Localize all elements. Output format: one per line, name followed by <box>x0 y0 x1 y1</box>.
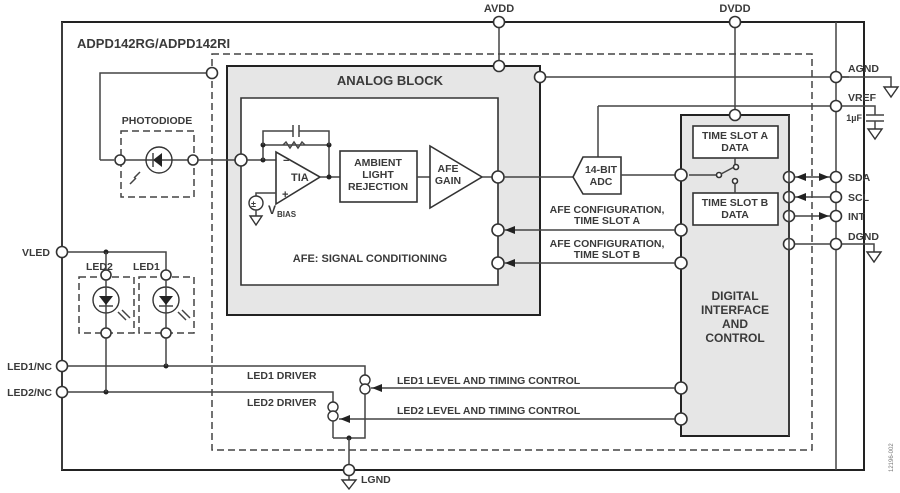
vled-pin: VLED <box>22 245 167 275</box>
time-slot-a-label: TIME SLOT A <box>702 130 769 142</box>
led1-nc-pin: LED1/NC <box>7 359 366 375</box>
svg-text:LED2 DRIVER: LED2 DRIVER <box>247 397 317 409</box>
alr-label-1: AMBIENT <box>354 157 402 169</box>
time-slot-a-label-2: DATA <box>721 142 749 154</box>
afe-out-pin <box>491 170 505 184</box>
svg-text:LGND: LGND <box>361 474 391 486</box>
digital-in-pin <box>674 168 688 182</box>
svg-text:DVDD: DVDD <box>719 3 750 15</box>
figure-id: 12196-002 <box>889 443 895 472</box>
vbias-label: V <box>268 203 276 217</box>
dgnd-pin: DGND <box>782 231 883 264</box>
agnd-pin: AGND <box>829 63 900 99</box>
led1-label: LED1 <box>133 261 160 273</box>
alr-label-3: REJECTION <box>348 181 408 193</box>
afe-gain-label-1: AFE <box>438 163 459 175</box>
tia-label: TIA <box>291 172 309 184</box>
svg-text:SCL: SCL <box>848 192 870 204</box>
svg-text:LED2/NC: LED2/NC <box>7 387 52 399</box>
svg-text:AFE CONFIGURATION,: AFE CONFIGURATION, <box>550 238 665 250</box>
dvdd-pin: DVDD <box>719 3 751 122</box>
time-slot-b-label: TIME SLOT B <box>702 197 769 209</box>
int-pin: INT <box>782 209 866 223</box>
adc-label-1: 14-BIT <box>585 164 618 176</box>
afe-label: AFE: SIGNAL CONDITIONING <box>293 253 447 265</box>
svg-text:LED1 LEVEL AND TIMING CONTROL: LED1 LEVEL AND TIMING CONTROL <box>397 375 581 387</box>
inner-dashed-boundary <box>211 53 813 451</box>
time-slot-switch <box>689 158 740 193</box>
svg-text:AVDD: AVDD <box>484 3 514 15</box>
sda-pin: SDA <box>782 170 871 184</box>
svg-text:LED1/NC: LED1/NC <box>7 361 52 373</box>
svg-text:TIME SLOT B: TIME SLOT B <box>574 249 641 261</box>
afe-gain-label-2: GAIN <box>435 175 461 187</box>
chip-title: ADPD142RG/ADPD142RI <box>77 36 230 51</box>
analog-block-label: ANALOG BLOCK <box>337 73 444 88</box>
svg-text:LED1 DRIVER: LED1 DRIVER <box>247 370 317 382</box>
tia-plus: + <box>282 189 288 201</box>
digital-block <box>680 114 790 437</box>
afe-gain-amp <box>429 144 484 210</box>
lgnd-pin: LGND <box>340 435 391 491</box>
svg-text:AFE CONFIGURATION,: AFE CONFIGURATION, <box>550 204 665 216</box>
tia: − + TIA ± V BIAS <box>234 125 340 227</box>
svg-text:CONTROL: CONTROL <box>705 331 764 345</box>
svg-text:VREF: VREF <box>848 92 877 104</box>
vbias-source-symbol: ± <box>251 199 256 209</box>
svg-text:VLED: VLED <box>22 247 50 259</box>
svg-text:INTERFACE: INTERFACE <box>701 303 769 317</box>
ambient-light-rejection-box <box>339 150 418 203</box>
svg-text:INT: INT <box>848 211 866 223</box>
avdd-pin: AVDD <box>484 3 849 84</box>
svg-text:AGND: AGND <box>848 63 879 75</box>
cap-label: 1µF <box>846 113 862 123</box>
vref-pin: VREF 1µF <box>597 92 884 157</box>
svg-text:SDA: SDA <box>848 172 871 184</box>
led1-control-signal: LED1 LEVEL AND TIMING CONTROL <box>371 375 688 395</box>
led1: LED1 <box>133 261 195 366</box>
led2-driver: LED2 DRIVER <box>247 397 339 438</box>
svg-text:DGND: DGND <box>848 231 879 243</box>
afe-config-b-signal: AFE CONFIGURATION, TIME SLOT B <box>491 238 688 270</box>
adc-label-2: ADC <box>590 176 613 188</box>
photodiode: PHOTODIODE <box>99 66 235 198</box>
scl-pin: SCL <box>782 190 870 204</box>
alr-label-2: LIGHT <box>362 169 394 181</box>
tia-minus: − <box>283 155 289 167</box>
led2: LED2 <box>78 261 135 339</box>
led2-label: LED2 <box>86 261 113 273</box>
vbias-sub: BIAS <box>277 210 297 219</box>
svg-text:LED2 LEVEL AND TIMING CONTROL: LED2 LEVEL AND TIMING CONTROL <box>397 405 581 417</box>
digital-interface-label: DIGITAL INTERFACE AND CONTROL <box>701 289 769 345</box>
afe-config-a-signal: AFE CONFIGURATION, TIME SLOT A <box>491 204 688 237</box>
led2-control-signal: LED2 LEVEL AND TIMING CONTROL <box>339 405 688 426</box>
photodiode-label: PHOTODIODE <box>122 115 192 127</box>
svg-text:TIME SLOT A: TIME SLOT A <box>574 215 641 227</box>
time-slot-b-box <box>692 192 779 226</box>
svg-text:AND: AND <box>722 317 748 331</box>
led2-nc-pin: LED2/NC <box>7 385 334 402</box>
led1-driver: LED1 DRIVER <box>247 370 371 439</box>
time-slot-b-label-2: DATA <box>721 209 749 221</box>
svg-text:DIGITAL: DIGITAL <box>711 289 758 303</box>
